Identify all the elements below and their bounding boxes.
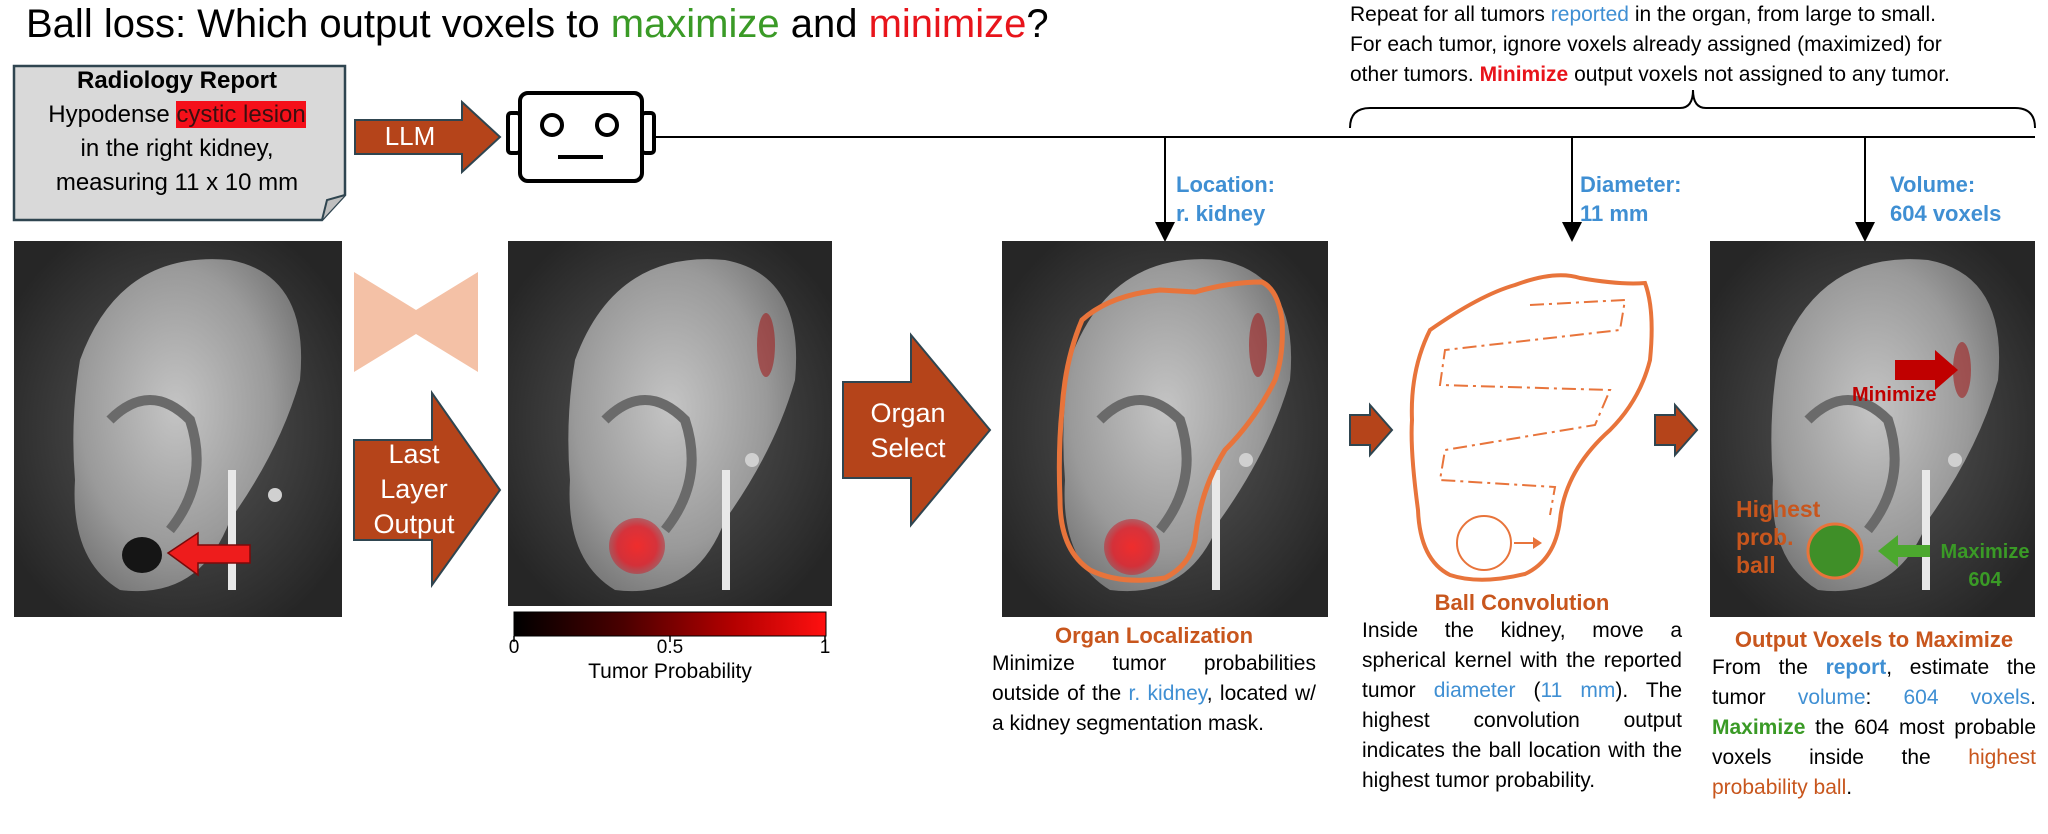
maximize-annotation: Maximize 604 — [1940, 541, 2030, 591]
colorbar-tick-mid: 0.5 — [656, 637, 684, 658]
ball-kernel-icon — [1456, 515, 1512, 571]
organ-localization-title: Organ Localization — [1054, 623, 1254, 648]
last-layer-label: Last Layer Output — [373, 439, 455, 539]
repeat-note: Repeat for all tumors reported in the or… — [1350, 3, 1950, 86]
minimize-arrow-icon — [1895, 350, 1958, 390]
output-voxels-title: Output Voxels to Maximize — [1734, 627, 2014, 652]
tumor-pointer-arrow — [166, 531, 251, 577]
location-label: Location: r. kidney — [1176, 172, 1275, 226]
colorbar — [513, 611, 827, 637]
diameter-label: Diameter: 11 mm — [1580, 172, 1682, 226]
highest-prob-ball-annotation: Highest prob. ball — [1736, 496, 1821, 578]
llm-arrow — [354, 99, 502, 175]
ct-image-organ-localization — [1002, 241, 1328, 617]
ball-convolution-diagram — [1409, 273, 1654, 582]
report-title: Radiology Report — [76, 67, 277, 94]
organ-select-label: Organ Select — [870, 398, 946, 463]
ct-image-input — [14, 241, 342, 617]
last-layer-arrow — [353, 389, 502, 589]
colorbar-label: Tumor Probability — [588, 660, 752, 683]
small-arrow-1 — [1349, 402, 1394, 458]
small-arrow-2 — [1654, 402, 1699, 458]
colorbar-tick-1: 1 — [819, 637, 831, 658]
ball-conv-contour — [1409, 273, 1654, 582]
colorbar-ticks — [513, 636, 826, 642]
output-voxels-caption: Output Voxels to Maximize From the repor… — [1712, 627, 2037, 799]
colorbar-tick-0: 0 — [508, 637, 520, 658]
ball-convolution-title: Ball Convolution — [1434, 590, 1610, 615]
ct-image-probability — [508, 241, 832, 606]
llm-label: LLM — [384, 121, 436, 151]
network-bowtie-icon — [354, 272, 478, 372]
ball-convolution-caption: Ball Convolution Inside the kidney, move… — [1362, 590, 1683, 792]
maximize-ball — [1806, 522, 1864, 580]
connector-lines — [656, 89, 2036, 242]
radiology-report-text: Radiology Report Hypodense cystic lesion… — [12, 64, 342, 200]
volume-label: Volume: 604 voxels — [1890, 172, 2002, 226]
minimize-annotation: Minimize — [1852, 384, 1937, 406]
report-highlight: cystic lesion — [176, 101, 306, 128]
kidney-contour — [1056, 279, 1285, 583]
page-title: Ball loss: Which output voxels to maximi… — [26, 2, 1049, 46]
organ-localization-caption: Organ Localization Minimize tumor probab… — [992, 623, 1316, 735]
maximize-arrow-icon — [1878, 535, 1930, 567]
robot-icon — [506, 91, 656, 183]
organ-select-arrow — [842, 332, 992, 528]
ct-image-output — [1710, 241, 2035, 617]
